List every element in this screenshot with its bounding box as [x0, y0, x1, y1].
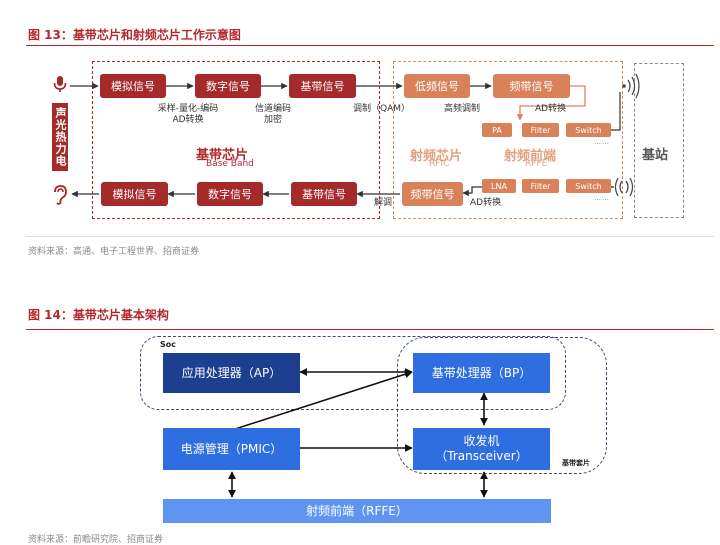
transceiver-line-2: （Transceiver） [435, 449, 528, 463]
ear-icon [52, 184, 68, 206]
soc-label: Soc [160, 340, 176, 349]
figure-14-source: 资料来源：前瞻研究院、招商证券 [28, 535, 164, 545]
row2-band-signal: 频带信号 [402, 182, 463, 206]
row1-band-signal: 频带信号 [493, 74, 570, 98]
row2-baseband-signal: 基带信号 [291, 182, 357, 206]
baseband-processor-box: 基带处理器（BP） [413, 353, 550, 393]
baseband-chip-title: 基带芯片 [196, 148, 249, 163]
figure-13-source: 资料来源：高通、电子工程世界、招商证券 [28, 247, 200, 257]
baseband-chip-subtitle: Base Band [206, 159, 254, 169]
label-hf-modulation: 高频调制 [444, 104, 481, 114]
figure-14-rule [26, 329, 714, 330]
fe-dots-top: …… [594, 138, 610, 146]
fe-switch-top: Switch [566, 123, 611, 137]
fe-filter-bottom: Filter [522, 179, 559, 193]
transceiver-line-1: 收发机 [463, 434, 500, 448]
row1-baseband-signal: 基带信号 [289, 74, 356, 98]
sensor-input-label: 声光热力电 [52, 103, 68, 171]
label-ad-conv-3: AD转换 [470, 198, 502, 208]
baseband-set-label: 基带套片 [562, 459, 590, 467]
base-station-label: 基站 [642, 148, 669, 163]
application-processor-box: 应用处理器（AP） [163, 353, 300, 393]
rfic-subtitle: RFIC [429, 159, 450, 169]
row1-digital-signal: 数字信号 [195, 74, 261, 98]
transceiver-box: 收发机 （Transceiver） [413, 428, 550, 470]
power-management-box: 电源管理（PMIC） [163, 428, 300, 470]
figure-14-title: 图 14：基带芯片基本架构 [28, 308, 169, 322]
row2-analog-signal: 模拟信号 [101, 182, 168, 206]
rffe-subtitle: RFFE [525, 159, 548, 169]
row2-digital-signal: 数字信号 [197, 182, 263, 206]
baseband-set-region [397, 337, 607, 474]
microphone-icon [52, 75, 68, 93]
fe-switch-bottom: Switch [566, 179, 611, 193]
fe-dots-bottom: …… [594, 194, 610, 202]
figure-13-rule [26, 45, 714, 46]
rffe-title: 射频前端 [504, 149, 557, 164]
label-ad-conv-2: AD转换 [535, 104, 567, 114]
label-ad-conv-1: AD转换 [172, 115, 204, 125]
figure-13-title: 图 13：基带芯片和射频芯片工作示意图 [28, 28, 241, 42]
baseband-chip-region [92, 61, 380, 219]
fe-filter-top: Filter [522, 123, 559, 137]
row1-low-freq-signal: 低频信号 [404, 74, 470, 98]
rf-chip-region [393, 61, 623, 219]
rfic-title: 射频芯片 [410, 149, 463, 164]
label-demodulation: 解调 [374, 198, 393, 208]
row1-analog-signal: 模拟信号 [100, 74, 166, 98]
fe-lna: LNA [482, 179, 516, 193]
figure-13-bottom-rule [26, 236, 714, 237]
soc-region [140, 336, 566, 410]
base-station-region [634, 63, 684, 218]
label-channel-coding: 信道编码 [254, 104, 291, 114]
rffe-box: 射频前端（RFFE） [163, 499, 551, 523]
label-modulation: 调制（QAM） [353, 104, 411, 114]
fe-pa: PA [482, 123, 512, 137]
label-encryption: 加密 [263, 115, 282, 125]
label-sampling: 采样-量化-编码 [157, 104, 219, 114]
